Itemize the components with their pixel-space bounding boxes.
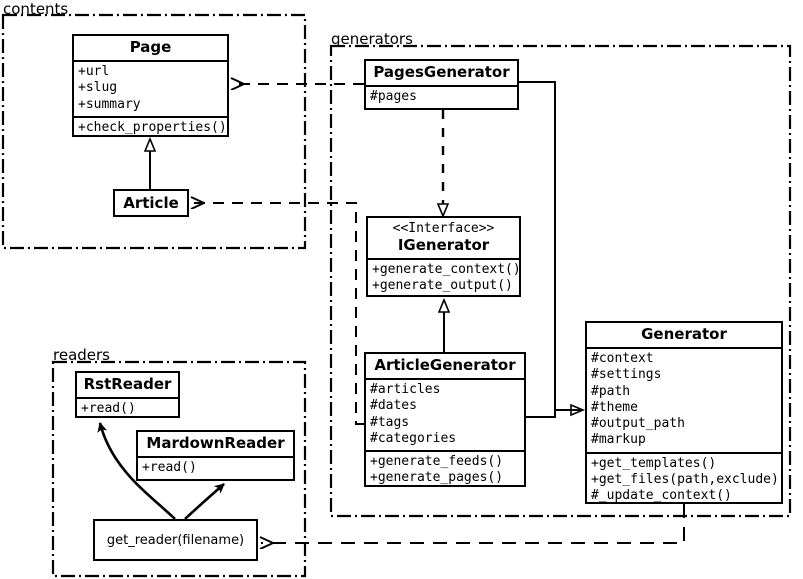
function-box-get-reader[interactable]: get_reader(filename) [93,519,258,561]
operation-row: +generate_output() [372,278,513,294]
attribute-row: #articles [370,382,441,397]
package-label-readers: readers [53,346,110,364]
attribute-row: #context [591,351,654,366]
class-box-page[interactable]: Page +url +slug +summary +check_properti… [72,34,229,137]
operation-row: +generate_context() [372,262,521,277]
operation-row: +generate_feeds() [370,454,504,470]
class-box-igenerator[interactable]: <<Interface>> IGenerator +generate_conte… [366,216,521,297]
relation-pagesgenerator-inherits-generator [519,81,583,410]
relation-get-reader-returns-mardownreader [184,483,225,520]
operation-row: +get_files(path,exclude) [591,472,779,488]
class-box-rstreader[interactable]: RstReader +read() [75,371,180,418]
attribute-row: #pages [370,89,417,104]
class-operations-page: +check_properties() [74,115,227,139]
attribute-row: #theme [591,399,638,415]
attribute-row: #categories [370,430,457,446]
class-attributes-generator: #context #settings #path #theme #output_… [587,347,781,452]
class-operations-mardownreader: +read() [138,456,293,479]
relation-generator-uses-get-reader [261,504,685,543]
attribute-row: +url [78,64,110,79]
operation-row: +get_templates() [591,455,717,471]
package-label-contents: contents [3,0,69,18]
operation-row: +read() [142,460,197,475]
attribute-row: +summary [78,96,141,112]
class-box-articlegenerator[interactable]: ArticleGenerator #articles #dates #tags … [364,352,526,487]
attribute-row: #path [591,383,631,399]
class-name-articlegenerator: ArticleGenerator [374,356,516,374]
attribute-row: #output_path [591,416,685,432]
class-operations-articlegenerator: +generate_feeds() +generate_pages() [366,450,524,490]
attribute-row: +slug [78,80,118,96]
class-operations-rstreader: +read() [77,397,178,420]
attribute-row: #settings [591,367,662,383]
operation-row: #_update_context() [591,488,732,504]
class-name-generator: Generator [641,325,727,343]
class-name-pagesgenerator: PagesGenerator [373,63,510,81]
class-attributes-page: +url +slug +summary [74,60,227,116]
package-label-generators: generators [331,30,413,48]
class-stereotype-igenerator: <<Interface>> [392,221,495,236]
class-box-pagesgenerator[interactable]: PagesGenerator #pages [364,59,519,110]
class-name-rstreader: RstReader [83,375,172,393]
class-operations-igenerator: +generate_context() +generate_output() [368,258,521,298]
relation-articlegenerator-uses-article [192,203,364,425]
operation-row: +generate_pages() [370,470,504,486]
class-attributes-articlegenerator: #articles #dates #tags #categories [366,378,524,450]
relation-articlegenerator-inherits-generator [526,409,583,418]
class-name-page: Page [129,38,172,56]
attribute-row: #markup [591,432,646,448]
attribute-row: #tags [370,414,410,430]
class-name-igenerator: IGenerator [397,236,490,254]
attribute-row: #dates [370,398,417,414]
class-box-generator[interactable]: Generator #context #settings #path #them… [585,321,783,504]
operation-row: +check_properties() [78,119,227,135]
class-box-mardownreader[interactable]: MardownReader +read() [136,430,295,481]
class-box-article[interactable]: Article [113,189,189,217]
function-label-get-reader: get_reader(filename) [106,532,245,548]
class-name-article: Article [123,193,179,212]
class-attributes-pagesgenerator: #pages [366,85,517,108]
class-name-mardownreader: MardownReader [146,434,285,452]
class-operations-generator: +get_templates() +get_files(path,exclude… [587,451,781,508]
operation-row: +read() [81,401,136,416]
